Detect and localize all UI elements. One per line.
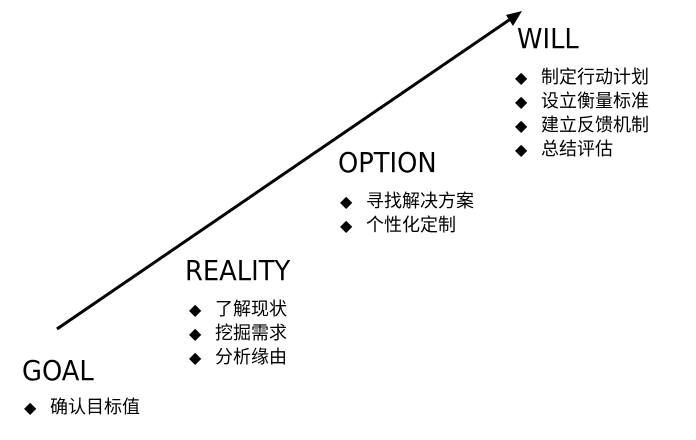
list-item-label: 了解现状 (215, 299, 287, 320)
diamond-bullet-icon: ◆ (515, 116, 528, 135)
progress-arrow-line (56, 16, 513, 331)
stage-option: OPTION ◆ 寻找解决方案 ◆ 个性化定制 (338, 146, 474, 238)
list-item: ◆ 挖掘需求 (189, 322, 299, 346)
list-item-label: 分析缘由 (215, 347, 287, 368)
stage-item-list: ◆ 制定行动计划 ◆ 设立衡量标准 ◆ 建立反馈机制 ◆ 总结评估 (515, 66, 649, 162)
list-item-label: 寻找解决方案 (366, 191, 474, 212)
stage-title: GOAL (22, 354, 94, 387)
list-item-label: 建立反馈机制 (541, 115, 649, 136)
diamond-bullet-icon: ◆ (24, 398, 37, 417)
list-item: ◆ 确认目标值 (24, 396, 140, 420)
list-item-label: 个性化定制 (366, 215, 456, 236)
list-item: ◆ 总结评估 (515, 138, 649, 162)
stage-goal: GOAL ◆ 确认目标值 (22, 354, 140, 420)
diamond-bullet-icon: ◆ (340, 216, 353, 235)
list-item: ◆ 建立反馈机制 (515, 114, 649, 138)
stage-will: WILL ◆ 制定行动计划 ◆ 设立衡量标准 ◆ 建立反馈机制 ◆ 总结评估 (515, 22, 649, 162)
diamond-bullet-icon: ◆ (189, 300, 202, 319)
list-item-label: 总结评估 (541, 139, 613, 160)
list-item: ◆ 制定行动计划 (515, 66, 649, 90)
stage-title: WILL (517, 22, 579, 55)
stage-reality: REALITY ◆ 了解现状 ◆ 挖掘需求 ◆ 分析缘由 (185, 254, 299, 370)
stage-item-list: ◆ 确认目标值 (24, 396, 140, 420)
list-item-label: 设立衡量标准 (541, 91, 649, 112)
stage-item-list: ◆ 寻找解决方案 ◆ 个性化定制 (340, 190, 474, 238)
list-item: ◆ 设立衡量标准 (515, 90, 649, 114)
list-item: ◆ 个性化定制 (340, 214, 474, 238)
diamond-bullet-icon: ◆ (189, 324, 202, 343)
diamond-bullet-icon: ◆ (515, 92, 528, 111)
list-item-label: 制定行动计划 (541, 67, 649, 88)
diamond-bullet-icon: ◆ (189, 348, 202, 367)
stage-title: OPTION (338, 146, 437, 179)
list-item-label: 确认目标值 (50, 397, 140, 418)
diamond-bullet-icon: ◆ (340, 192, 353, 211)
diamond-bullet-icon: ◆ (515, 140, 528, 159)
list-item: ◆ 分析缘由 (189, 346, 299, 370)
list-item-label: 挖掘需求 (215, 323, 287, 344)
diamond-bullet-icon: ◆ (515, 68, 528, 87)
progress-arrowhead (506, 11, 522, 26)
stage-item-list: ◆ 了解现状 ◆ 挖掘需求 ◆ 分析缘由 (189, 298, 299, 370)
list-item: ◆ 了解现状 (189, 298, 299, 322)
stage-title: REALITY (185, 254, 291, 287)
list-item: ◆ 寻找解决方案 (340, 190, 474, 214)
